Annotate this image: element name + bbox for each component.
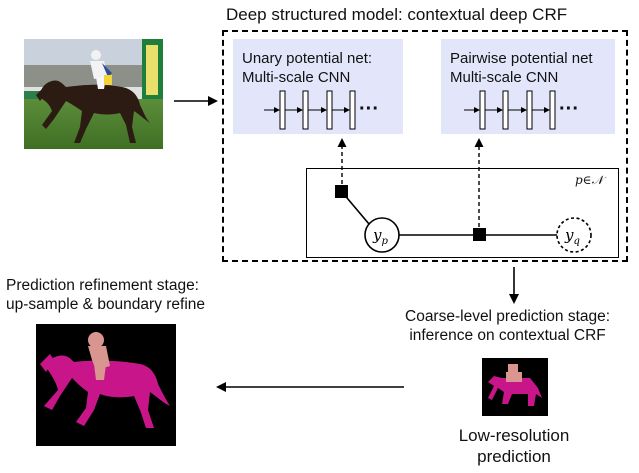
crf-plate <box>306 168 619 258</box>
lowres-caption-line1: Low-resolution <box>458 426 570 445</box>
plate-label: p∈𝒩 <box>575 173 604 187</box>
unary-net-label: Unary potential net: Multi-scale CNN <box>242 49 372 87</box>
refinement-stage-line2: up-sample & boundary refine <box>6 296 206 313</box>
coarse-stage-line1: Coarse-level prediction stage: <box>405 308 611 325</box>
cnn-layer <box>549 90 556 130</box>
lowres-caption-line2: prediction <box>477 447 551 466</box>
lowres-caption: Low-resolution prediction <box>430 425 598 467</box>
unary-factor-node <box>335 185 348 198</box>
input-photo-drawing <box>24 39 163 149</box>
variable-node-yq <box>556 217 592 253</box>
pairwise-cnn-layers <box>464 90 556 130</box>
refinement-stage-line1: Prediction refinement stage: <box>6 277 199 294</box>
node-yp-label: yp <box>372 226 388 247</box>
unary-cnn-ellipsis: ··· <box>359 98 379 120</box>
pairwise-net-label: Pairwise potential net Multi-scale CNN <box>450 49 593 87</box>
node-yq-label: yq <box>564 226 580 247</box>
unary-cnn-layers <box>264 90 356 130</box>
variable-node-yp <box>364 217 400 253</box>
pairwise-net-label-line2: Multi-scale CNN <box>450 69 559 86</box>
pairwise-factor-node <box>473 228 486 241</box>
coarse-stage-label: Coarse-level prediction stage: inference… <box>405 307 610 345</box>
refined-mask-drawing <box>40 332 170 428</box>
refined-prediction-mask <box>36 324 176 446</box>
model-title: Deep structured model: contextual deep C… <box>226 5 568 24</box>
unary-net-label-line1: Unary potential net: <box>242 50 373 67</box>
deep-structured-model-box <box>222 30 628 262</box>
cnn-layer <box>349 90 356 130</box>
pairwise-net-label-line1: Pairwise potential net <box>450 50 593 67</box>
unary-net-label-line2: Multi-scale CNN <box>242 69 351 86</box>
pairwise-potential-net-box: Pairwise potential net Multi-scale CNN ·… <box>441 39 615 134</box>
pairwise-cnn-ellipsis: ··· <box>559 98 579 120</box>
lowres-mask-drawing <box>488 364 542 406</box>
unary-potential-net-box: Unary potential net: Multi-scale CNN ··· <box>233 39 403 134</box>
coarse-stage-line2: inference on contextual CRF <box>409 327 606 344</box>
refinement-stage-label: Prediction refinement stage: up-sample &… <box>6 276 205 314</box>
low-resolution-mask <box>482 358 548 416</box>
input-photo <box>24 39 163 149</box>
